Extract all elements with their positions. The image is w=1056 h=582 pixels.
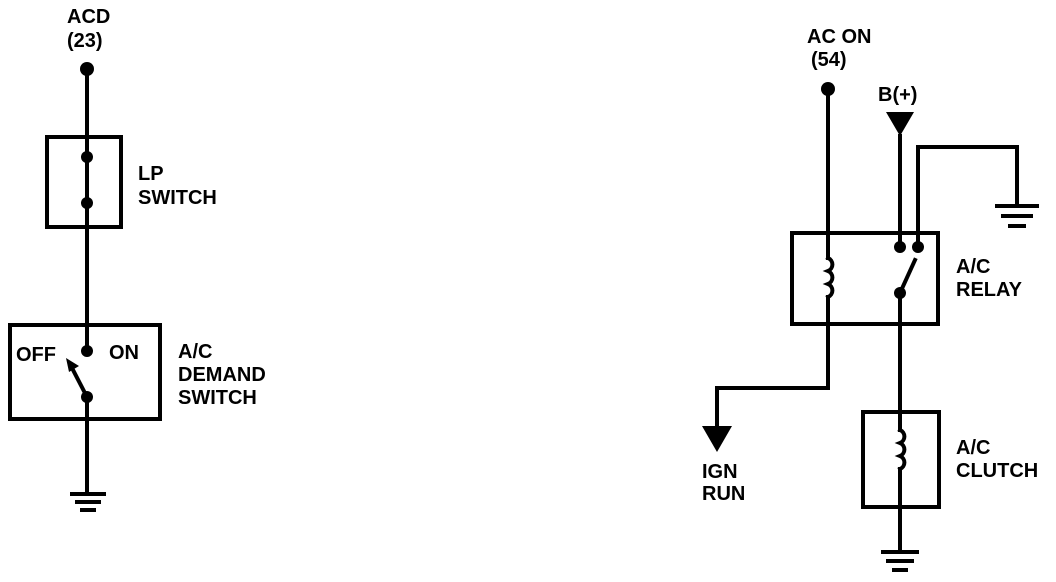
on-label: ON xyxy=(109,342,139,364)
off-label: OFF xyxy=(16,344,56,366)
clutch-coil-icon xyxy=(894,427,907,472)
lp-switch-box xyxy=(45,135,123,229)
bplus-arrow-icon xyxy=(886,112,914,136)
lp-switch-label-2: SWITCH xyxy=(138,187,217,209)
relay-switch-lever xyxy=(897,257,918,296)
acd-circuit: ACD (23) LP SWITCH OFF ON A/C DEMAND SWI… xyxy=(8,6,266,512)
demand-label-2: DEMAND xyxy=(178,364,266,386)
relay-label-2: RELAY xyxy=(956,279,1023,301)
ign-label-1: IGN xyxy=(702,461,738,483)
demand-label-3: SWITCH xyxy=(178,387,257,409)
relay-box xyxy=(790,231,940,326)
acon-pin-label: (54) xyxy=(811,49,847,71)
demand-switch-lever xyxy=(69,365,90,400)
clutch-label-1: A/C xyxy=(956,437,990,459)
relay-circuit: AC ON (54) B(+) IGN RUN A/C xyxy=(702,26,1039,572)
demand-switch-arrow xyxy=(66,358,79,372)
ign-label-2: RUN xyxy=(702,483,745,505)
lp-switch-label-1: LP xyxy=(138,163,164,185)
acon-label: AC ON xyxy=(807,26,871,48)
acd-pin-label: (23) xyxy=(67,30,103,52)
relay-coil-icon xyxy=(822,255,835,300)
ground-symbol-relay xyxy=(995,204,1039,228)
demand-label-1: A/C xyxy=(178,341,212,363)
ground-symbol-clutch xyxy=(881,550,919,572)
acd-label: ACD xyxy=(67,6,110,28)
ign-run-arrow-icon xyxy=(702,426,732,452)
ground-symbol-left xyxy=(70,492,106,512)
bplus-label: B(+) xyxy=(878,84,917,106)
relay-contact-bplus xyxy=(894,241,906,253)
relay-label-1: A/C xyxy=(956,256,990,278)
clutch-label-2: CLUTCH xyxy=(956,460,1038,482)
demand-switch-on-contact xyxy=(81,345,93,357)
